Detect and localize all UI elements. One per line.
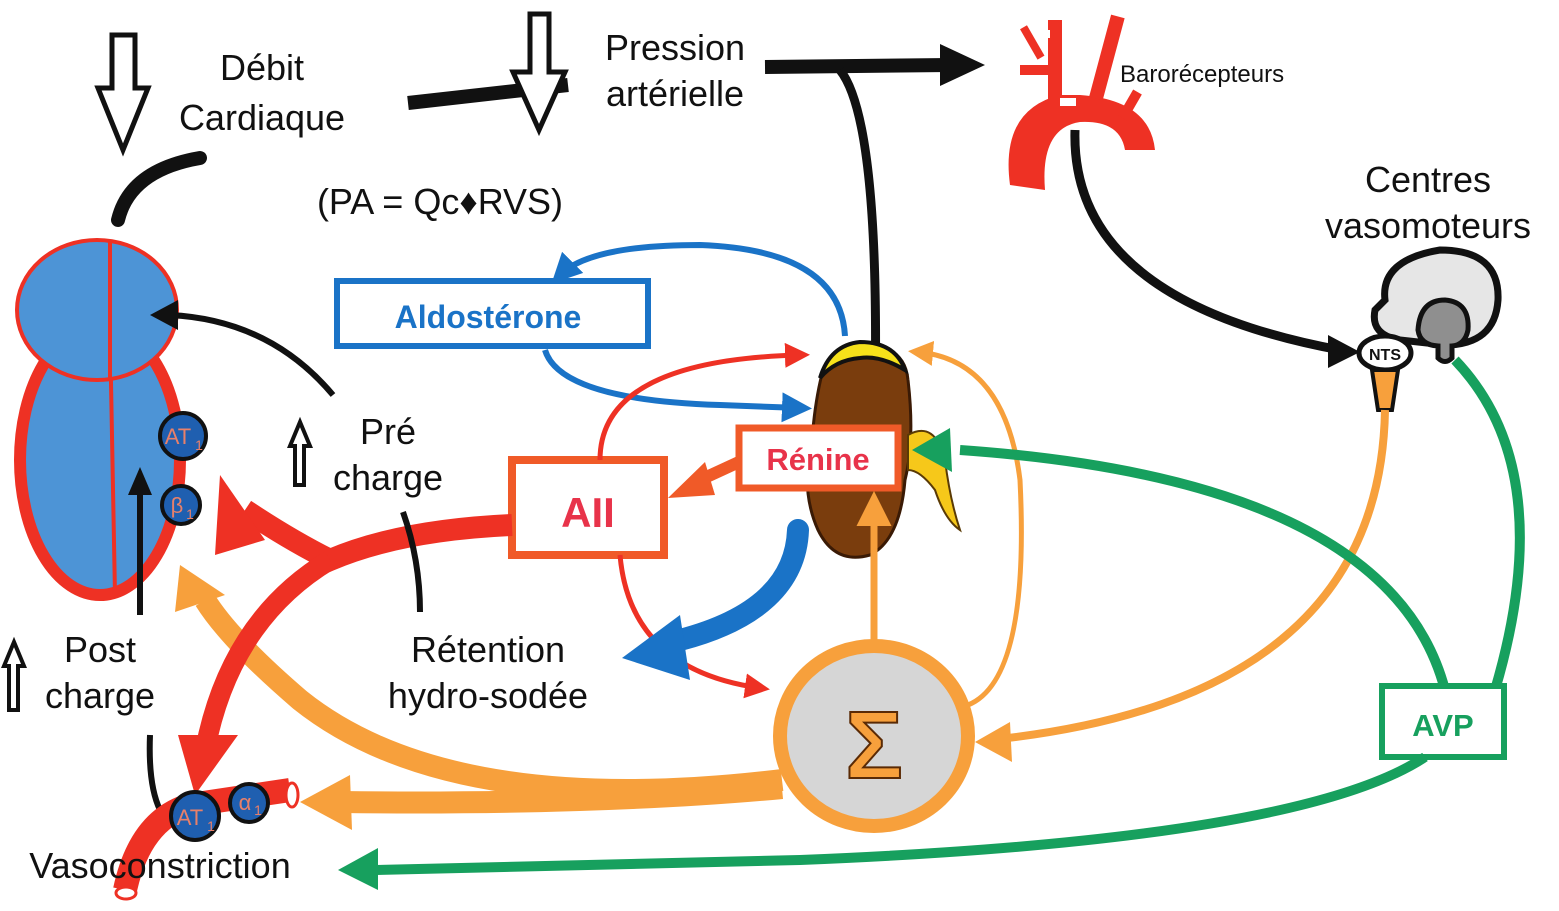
aldosterone-label: Aldostérone (395, 299, 582, 335)
arrowhead (668, 462, 715, 498)
angiotensin-ii-box (508, 456, 668, 559)
sympathetic-to-vessel-arrow (339, 777, 784, 814)
angiotensin-to-adrenal-arrow (597, 342, 810, 461)
renin-label: Rénine (766, 442, 869, 477)
postcharge-label: charge (45, 675, 155, 716)
arrowhead (975, 722, 1012, 762)
pressure-to-kidney-arrow (836, 67, 881, 401)
svg-text:1: 1 (186, 506, 194, 522)
avp-to-vessel-arrow (374, 752, 1428, 875)
sympathetic-to-adrenal-arrow (908, 340, 1024, 708)
postcharge-label: Post (64, 629, 136, 670)
at1-receptor-heart: AT 1 (158, 411, 208, 461)
cardiac-output-label: Cardiaque (179, 97, 345, 138)
aldosterone-to-kidney-arrow (542, 348, 812, 423)
aorta-baroreceptor-icon (1008, 14, 1155, 190)
arrowhead (175, 565, 225, 612)
arrowhead (940, 44, 985, 86)
heart-icon (14, 238, 186, 601)
brain-icon (1356, 246, 1502, 412)
kidney-to-aldosterone-arrow (551, 241, 848, 337)
angiotensin-to-heart-arrow (238, 500, 513, 573)
precharge-label: Pré (360, 411, 416, 452)
arrowhead (215, 475, 265, 555)
svg-text:1: 1 (254, 802, 262, 818)
arrowhead (150, 300, 178, 330)
baroreceptors-label: Barorécepteurs (1120, 61, 1284, 88)
svg-text:β: β (171, 493, 184, 518)
arrowhead (912, 428, 952, 472)
arrowhead (300, 775, 352, 830)
arrowhead (128, 467, 152, 495)
renin-box (735, 424, 902, 492)
alpha1-receptor-vessel: α 1 (228, 782, 270, 824)
nts-label: NTS (1369, 347, 1401, 364)
vasoconstriction-label: Vasoconstriction (29, 845, 290, 886)
vasomotor-centers-label: Centres (1365, 159, 1491, 200)
heart-to-output-line (111, 151, 207, 227)
arrowhead (338, 848, 378, 890)
arrowhead (178, 735, 238, 795)
angiotensin-to-vessel-arrow (195, 551, 336, 752)
vessel-to-postcharge-line (146, 734, 163, 812)
baroreceptor-to-nts-arrow (1070, 129, 1341, 355)
svg-text:α: α (239, 790, 252, 815)
increase-arrow-icon (287, 416, 313, 487)
vasomotor-centers-label: vasomoteurs (1325, 205, 1531, 246)
retention-to-precharge-line (400, 510, 423, 613)
brain-to-avp-line (1451, 356, 1525, 692)
kidney-to-retention-arrow (669, 519, 809, 651)
svg-text:AT: AT (177, 805, 203, 830)
blood-pressure-label: artérielle (606, 73, 744, 114)
avp-box (1379, 683, 1507, 760)
sympathetic-sigma-node (773, 639, 975, 833)
pressure-to-baroreceptors-arrow (764, 58, 951, 74)
nts-to-sympathetic-arrow (989, 409, 1389, 744)
blood-pressure-label: Pression (605, 27, 745, 68)
svg-text:1: 1 (207, 818, 215, 834)
formula-label: (PA = Qc♦RVS) (317, 181, 563, 222)
avp-to-kidney-arrow (959, 445, 1450, 692)
increase-arrow-icon (1, 636, 27, 712)
beta1-receptor-heart: β 1 (160, 484, 202, 526)
at1-receptor-vessel: AT 1 (169, 790, 221, 842)
sodium-retention-label: hydro-sodée (388, 675, 588, 716)
precharge-label: charge (333, 457, 443, 498)
precharge-to-heart-arrow (169, 312, 336, 397)
aldosterone-box (334, 278, 651, 349)
sodium-retention-label: Rétention (411, 629, 565, 670)
decrease-arrow-icon (509, 11, 569, 137)
angiotensin-ii-label: AII (561, 489, 615, 536)
decrease-arrow-icon (94, 32, 152, 157)
arrowhead (622, 615, 690, 680)
svg-text:1: 1 (195, 437, 203, 453)
cardiac-output-label: Débit (220, 47, 304, 88)
arrowhead (1328, 335, 1360, 368)
avp-label: AVP (1412, 708, 1473, 743)
svg-text:AT: AT (165, 424, 191, 449)
sigma-symbol: Σ (845, 692, 903, 799)
